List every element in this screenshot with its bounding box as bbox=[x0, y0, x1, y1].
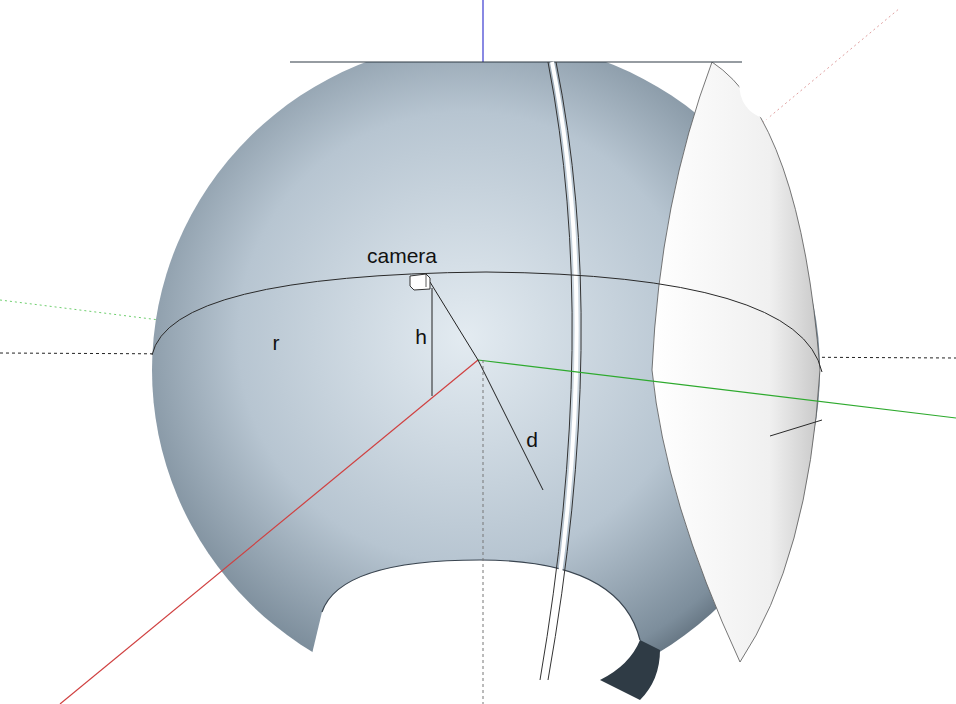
cut-rim bbox=[652, 62, 820, 662]
equator-line bbox=[770, 420, 822, 436]
green-axis bbox=[478, 360, 956, 418]
camera-ray bbox=[430, 282, 478, 360]
bottom-rim bbox=[600, 640, 660, 700]
d-line bbox=[478, 360, 543, 490]
equator-line bbox=[152, 272, 822, 372]
top-notch bbox=[739, 62, 780, 120]
h-line bbox=[432, 288, 433, 396]
bottom-opening bbox=[300, 560, 640, 704]
height-label: h bbox=[415, 325, 427, 348]
camera-body bbox=[410, 274, 430, 290]
radius-label: r bbox=[273, 331, 280, 354]
distance-label: d bbox=[526, 428, 538, 451]
red-axis bbox=[60, 360, 478, 704]
camera-edge bbox=[426, 274, 427, 287]
blue-axis-down bbox=[483, 360, 484, 704]
camera-label: camera bbox=[367, 244, 437, 267]
top-cut-edge bbox=[290, 61, 742, 62]
bottom-opening-edge bbox=[322, 560, 640, 640]
